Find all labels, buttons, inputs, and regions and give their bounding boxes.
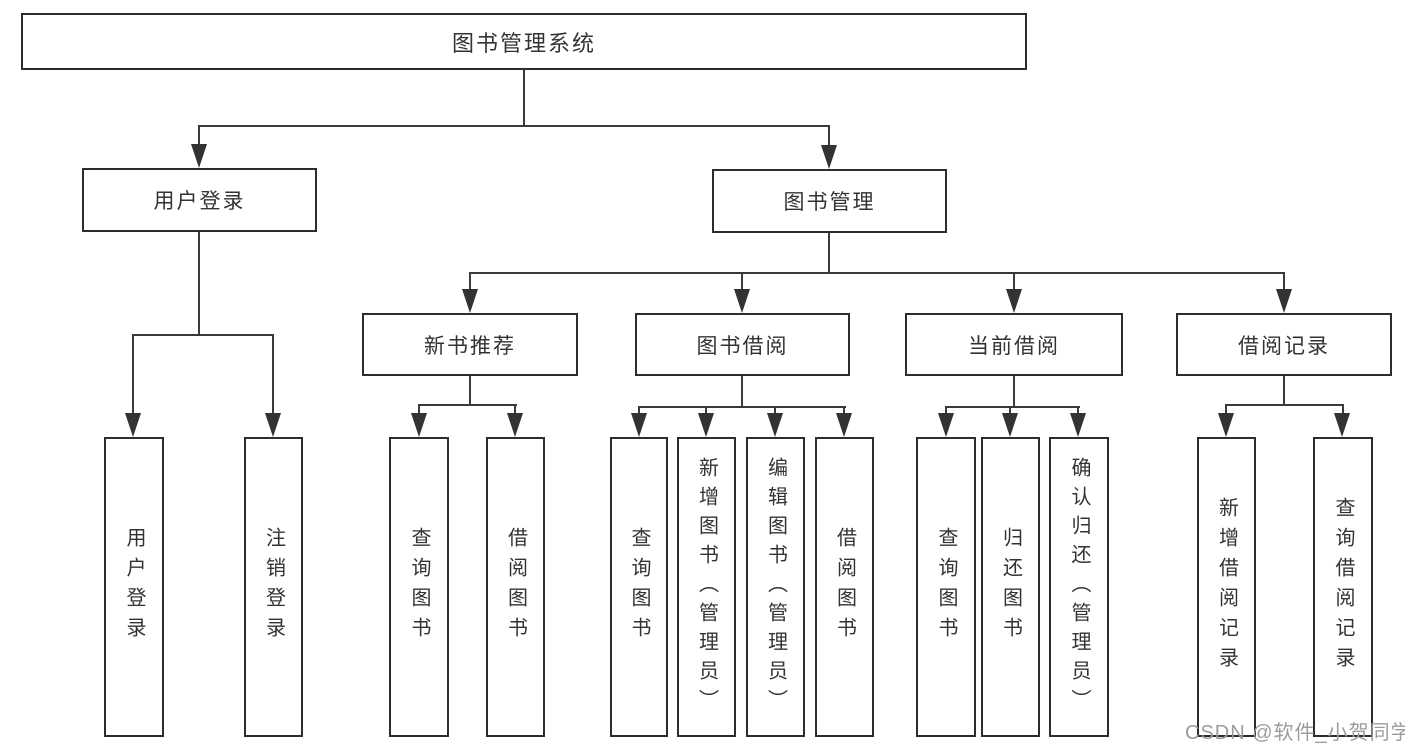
arrow-down-icon bbox=[1334, 413, 1350, 437]
connector-user-login-stub bbox=[198, 232, 200, 336]
arrow-down-icon bbox=[1002, 413, 1018, 437]
arrow-down-icon bbox=[1006, 289, 1022, 313]
arrow-down-icon bbox=[938, 413, 954, 437]
leaf-borrow-query-books: 查询图书 bbox=[610, 437, 668, 737]
node-root: 图书管理系统 bbox=[21, 13, 1027, 70]
node-current-borrow: 当前借阅 bbox=[905, 313, 1123, 376]
leaf-newbooks-borrow-books: 借阅图书 bbox=[486, 437, 545, 737]
leaf-newbooks-query-books: 查询图书 bbox=[389, 437, 449, 737]
arrow-down-icon bbox=[734, 289, 750, 313]
leaf-borrow-borrow-books: 借阅图书 bbox=[815, 437, 874, 737]
leaf-current-query-books: 查询图书 bbox=[916, 437, 976, 737]
node-user-login: 用户登录 bbox=[82, 168, 317, 232]
leaf-user-login: 用户登录 bbox=[104, 437, 164, 737]
arrow-down-icon bbox=[191, 144, 207, 168]
connector-newbooks-stub bbox=[469, 376, 471, 406]
arrow-down-icon bbox=[1070, 413, 1086, 437]
connector-records-branch bbox=[1225, 404, 1344, 406]
leaf-current-return-books: 归还图书 bbox=[981, 437, 1040, 737]
connector-drop-new-book bbox=[469, 272, 471, 292]
node-new-book-recommend: 新书推荐 bbox=[362, 313, 578, 376]
connector-bookborrow-stub bbox=[741, 376, 743, 408]
connector-root-stub bbox=[523, 70, 525, 127]
connector-newbooks-branch bbox=[418, 404, 517, 406]
arrow-down-icon bbox=[507, 413, 523, 437]
connector-drop-book-borrow bbox=[741, 272, 743, 292]
connector-drop-current-borrow bbox=[1013, 272, 1015, 292]
arrow-down-icon bbox=[698, 413, 714, 437]
arrow-down-icon bbox=[411, 413, 427, 437]
connector-user-login-branch bbox=[132, 334, 274, 336]
connector-records-stub bbox=[1283, 376, 1285, 406]
node-borrow-records: 借阅记录 bbox=[1176, 313, 1392, 376]
arrow-down-icon bbox=[462, 289, 478, 313]
arrow-down-icon bbox=[767, 413, 783, 437]
connector-book-mgmt-stub bbox=[828, 233, 830, 274]
leaf-current-confirm-return-admin: 确认归还（管理员） bbox=[1049, 437, 1109, 737]
arrow-down-icon bbox=[836, 413, 852, 437]
connector-drop-leaf-logout bbox=[272, 334, 274, 419]
node-book-management: 图书管理 bbox=[712, 169, 947, 233]
leaf-logout: 注销登录 bbox=[244, 437, 303, 737]
arrow-down-icon bbox=[631, 413, 647, 437]
connector-currentborrow-stub bbox=[1013, 376, 1015, 408]
arrow-down-icon bbox=[125, 413, 141, 437]
arrow-down-icon bbox=[1218, 413, 1234, 437]
leaf-records-add-record: 新增借阅记录 bbox=[1197, 437, 1256, 737]
leaf-borrow-add-books-admin: 新增图书（管理员） bbox=[677, 437, 736, 737]
connector-level3-branch bbox=[469, 272, 1285, 274]
connector-bookborrow-branch bbox=[638, 406, 846, 408]
connector-drop-book-management bbox=[828, 125, 830, 155]
connector-currentborrow-branch bbox=[945, 406, 1080, 408]
node-book-borrow: 图书借阅 bbox=[635, 313, 850, 376]
arrow-down-icon bbox=[821, 145, 837, 169]
csdn-watermark: CSDN @软件_小贺同学 bbox=[1185, 722, 1405, 744]
connector-drop-user-login bbox=[198, 125, 200, 155]
connector-drop-leaf-user-login bbox=[132, 334, 134, 419]
connector-drop-borrow-records bbox=[1283, 272, 1285, 292]
leaf-borrow-edit-books-admin: 编辑图书（管理员） bbox=[746, 437, 805, 737]
arrow-down-icon bbox=[1276, 289, 1292, 313]
arrow-down-icon bbox=[265, 413, 281, 437]
connector-level2-branch bbox=[198, 125, 830, 127]
leaf-records-query-record: 查询借阅记录 bbox=[1313, 437, 1373, 737]
